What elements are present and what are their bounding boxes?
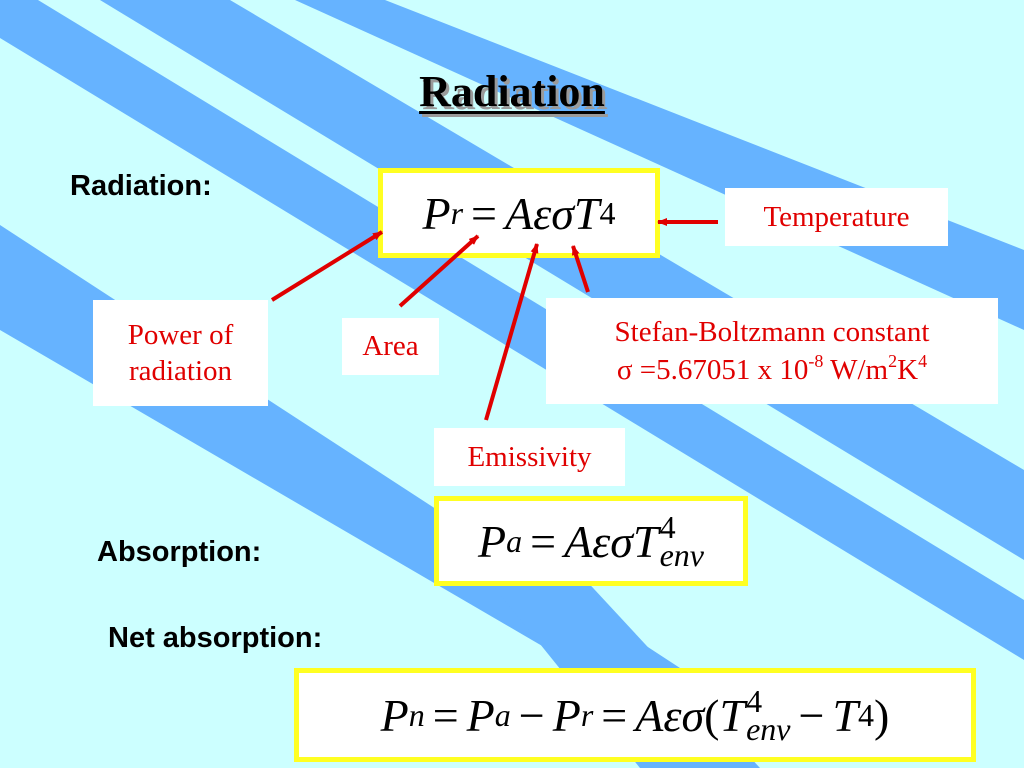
eq-sub-a: a [494, 696, 511, 733]
eq-sub-r: r [580, 696, 594, 733]
eq-exponent: 4 [858, 696, 875, 733]
callout-line: Stefan-Boltzmann constant [614, 315, 930, 348]
eq-left-paren: ( [704, 689, 720, 741]
eq-power-symbol: P [552, 689, 581, 741]
eq-temperature-symbol: T [719, 689, 746, 741]
sigma-exponent: -8 [808, 351, 824, 371]
eq-temperature-symbol: T [832, 689, 859, 741]
eq-exponent: 4 [659, 509, 676, 545]
callout-line: σ =5.67051 x 10-8 W/m2K4 [617, 350, 927, 388]
eq-power-symbol: P [380, 689, 409, 741]
sigma-value: σ =5.67051 x 10 [616, 354, 809, 386]
eq-minus: − [798, 689, 825, 741]
eq-coefficient: Aεσ [505, 187, 574, 239]
eq-power-symbol: P [478, 515, 507, 567]
unit-exponent: 4 [918, 351, 928, 371]
eq-equals: = [601, 689, 628, 741]
eq-equals: = [432, 689, 459, 741]
callout-line: radiation [128, 355, 233, 387]
eq-exponent: 4 [746, 683, 763, 719]
eq-power-symbol: P [422, 187, 451, 239]
eq-exponent: 4 [599, 194, 616, 231]
eq-sub-n: n [408, 696, 425, 733]
eq-minus: − [518, 689, 545, 741]
area-callout: Area [342, 318, 439, 375]
eq-equals: = [471, 187, 497, 239]
unit-watt: W/m [823, 354, 889, 386]
eq-equals: = [530, 515, 557, 567]
eq-power-symbol: P [466, 689, 495, 741]
unit-kelvin: K [897, 354, 919, 386]
net-absorption-label: Net absorption: [108, 622, 323, 654]
stefan-boltzmann-callout: Stefan-Boltzmann constant σ =5.67051 x 1… [546, 298, 998, 404]
eq-sub-env: env [659, 537, 704, 573]
radiation-label: Radiation: [70, 170, 212, 202]
callout-line: Power of [127, 318, 234, 351]
eq-sub-a: a [506, 522, 523, 559]
emissivity-callout: Emissivity [434, 428, 625, 486]
eq-coefficient: Aεσ [564, 515, 633, 567]
eq-right-paren: ) [874, 689, 890, 741]
absorption-label: Absorption: [97, 536, 262, 568]
eq-coefficient: Aεσ [635, 689, 705, 741]
power-of-radiation-callout: Power of radiation [93, 300, 268, 406]
eq-temperature-symbol: T [632, 515, 659, 567]
eq-sub-env: env [746, 711, 791, 747]
eq-temperature-symbol: T [573, 187, 600, 239]
unit-exponent: 2 [888, 351, 898, 371]
temperature-callout: Temperature [725, 188, 948, 246]
page-title: Radiation [419, 67, 605, 116]
eq-sub-r: r [450, 194, 464, 231]
